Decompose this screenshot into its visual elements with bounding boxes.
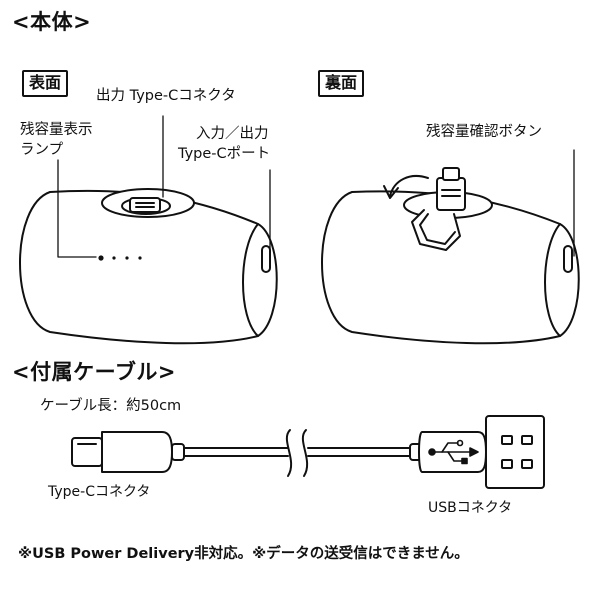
cable-length-label: ケーブル長：約50cm (40, 398, 182, 414)
indicator-dots (98, 255, 142, 261)
leader-indicator (57, 159, 97, 258)
typec-connector-drawing (71, 431, 185, 473)
port-label-line1: 入力／出力 (196, 126, 269, 142)
body-section-heading: <本体> (12, 10, 92, 34)
back-power-bank (321, 167, 580, 345)
check-button-label: 残容量確認ボタン (426, 124, 542, 140)
usb-icon (428, 439, 479, 465)
cable-line (183, 429, 411, 477)
front-tag: 表面 (22, 70, 69, 97)
usb-connector-label: USBコネクタ (428, 500, 513, 516)
footnote: ※USB Power Delivery非対応。※データの送受信はできません。 (18, 546, 469, 562)
typec-connector-label: Type-Cコネクタ (48, 484, 151, 500)
indicator-label-line2: ランプ (20, 142, 64, 158)
indicator-label-line1: 残容量表示 (20, 122, 93, 138)
cable-section-heading: <付属ケーブル> (12, 360, 176, 384)
port-label-line2: Type-Cポート (178, 146, 271, 162)
back-tag: 裏面 (318, 70, 365, 97)
output-connector-label: 出力 Type-Cコネクタ (96, 88, 236, 104)
front-power-bank (19, 188, 278, 345)
